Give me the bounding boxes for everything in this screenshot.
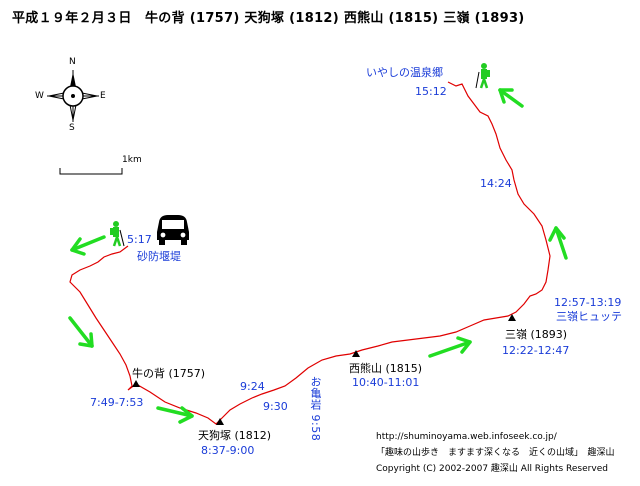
- compass-east-label: E: [100, 91, 106, 101]
- ushinose-name: 牛の背 (1757): [132, 367, 206, 380]
- summit-triangle-icon: [132, 380, 140, 387]
- direction-arrow-icon: [498, 88, 524, 108]
- sanrei-time: 12:22-12:47: [502, 344, 570, 357]
- sanrei-name: 三嶺 (1893): [505, 328, 568, 341]
- goal-time: 15:12: [415, 85, 447, 98]
- page-title: 平成１９年２月３日 牛の背 (1757) 天狗塚 (1812) 西熊山 (181…: [12, 11, 525, 26]
- compass-north-label: N: [69, 57, 76, 67]
- scale-bar: [59, 168, 123, 175]
- summit-triangle-icon: [352, 350, 360, 357]
- nishikuma-time: 10:40-11:01: [352, 376, 420, 389]
- car-icon: [157, 215, 189, 245]
- tenguzuka-time: 8:37-9:00: [201, 444, 255, 457]
- footer-url: http://shuminoyama.web.infoseek.co.jp/: [376, 432, 557, 442]
- direction-arrow-icon: [68, 316, 94, 348]
- footer-copyright: Copyright (C) 2002-2007 趣深山 All Rights R…: [376, 464, 608, 474]
- start-place: 砂防堰堤: [137, 250, 181, 263]
- hiker-icon: [110, 221, 125, 247]
- time-930: 9:30: [263, 400, 288, 413]
- direction-arrow-icon: [428, 336, 472, 358]
- hutte-name: 三嶺ヒュッテ: [556, 310, 622, 323]
- compass-rose-icon: [47, 70, 99, 122]
- time-1424: 14:24: [480, 177, 512, 190]
- compass-south-label: S: [69, 123, 75, 133]
- hutte-time: 12:57-13:19: [554, 296, 622, 309]
- ushinose-time: 7:49-7:53: [90, 396, 144, 409]
- footer-series: 「趣味の山歩き ますます深くなる 近くの山域」 趣深山: [376, 448, 615, 458]
- scale-label: 1km: [122, 155, 142, 165]
- direction-arrow-icon: [156, 406, 194, 424]
- time-924: 9:24: [240, 380, 265, 393]
- summit-triangle-icon: [216, 418, 224, 425]
- okameiwa-label: お亀岩 9:58: [309, 376, 322, 442]
- start-time: 5:17: [127, 233, 152, 246]
- hiker-icon: [475, 63, 490, 89]
- direction-arrow-icon: [548, 226, 568, 260]
- summit-triangle-icon: [508, 314, 516, 321]
- nishikuma-name: 西熊山 (1815): [349, 362, 423, 375]
- direction-arrow-icon: [70, 235, 106, 256]
- compass-west-label: W: [35, 91, 44, 101]
- goal-name: いやしの温泉郷: [366, 66, 443, 79]
- tenguzuka-name: 天狗塚 (1812): [198, 429, 272, 442]
